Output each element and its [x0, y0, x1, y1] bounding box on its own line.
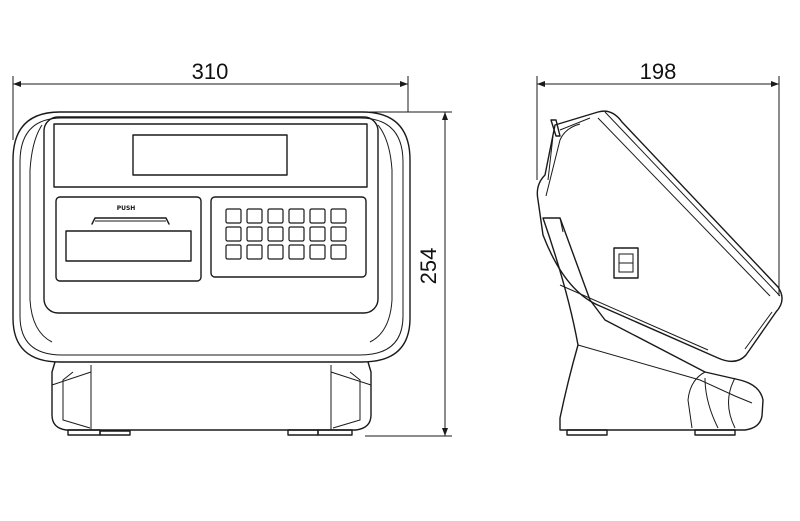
- push-label: PUSH: [117, 205, 136, 212]
- keypad-key: [309, 244, 326, 260]
- keypad-key: [288, 208, 305, 224]
- keypad-key: [246, 226, 263, 242]
- height-label: 254: [416, 248, 441, 285]
- width-label: 310: [192, 59, 229, 84]
- side-stand: [542, 217, 764, 436]
- keypad-key: [246, 244, 263, 260]
- printer-module: PUSH: [55, 196, 202, 282]
- front-view: 310 254 PUSH: [12, 59, 452, 437]
- foot-front-left: [67, 429, 101, 436]
- keypad-key: [267, 244, 284, 260]
- front-base: [51, 361, 372, 436]
- side-view: 198: [536, 59, 783, 436]
- foot-side-front: [694, 429, 736, 436]
- depth-dimension: 198: [536, 59, 780, 296]
- paper-slot: [91, 217, 170, 225]
- keypad-key: [330, 244, 347, 260]
- keypad-key: [288, 226, 305, 242]
- display-frame: [53, 123, 368, 188]
- keypad-key: [288, 244, 305, 260]
- depth-label: 198: [640, 59, 677, 84]
- printer-door: [65, 230, 192, 262]
- front-panel: [43, 116, 379, 314]
- housing-outline: [12, 111, 411, 363]
- keypad-key: [225, 208, 242, 224]
- keypad: [210, 196, 367, 278]
- keypad-key: [309, 208, 326, 224]
- lcd-window: [132, 134, 288, 176]
- keypad-key: [225, 244, 242, 260]
- width-dimension: 310: [12, 59, 409, 140]
- side-socket: [613, 247, 639, 279]
- height-dimension: 254: [365, 111, 452, 437]
- indicator-head: [536, 110, 783, 363]
- keypad-key: [330, 208, 347, 224]
- keypad-key: [309, 226, 326, 242]
- housing-inner-outline: [19, 117, 404, 356]
- keypad-key: [267, 226, 284, 242]
- keypad-key: [267, 208, 284, 224]
- keypad-key: [330, 226, 347, 242]
- foot-side-rear: [566, 429, 608, 436]
- keypad-key: [246, 208, 263, 224]
- foot-front-right: [317, 429, 353, 436]
- keypad-key: [225, 226, 242, 242]
